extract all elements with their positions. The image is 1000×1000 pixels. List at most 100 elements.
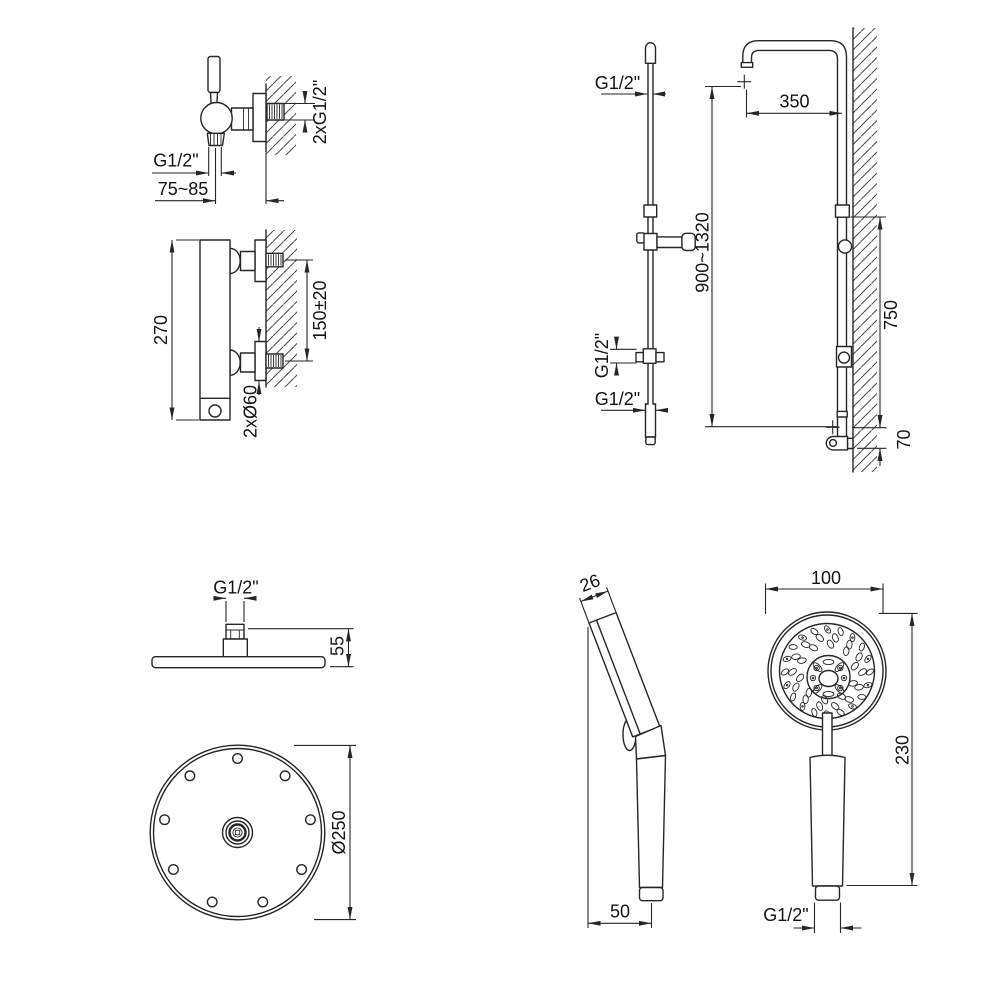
nozzle (837, 684, 844, 692)
overhead-bottom-dimensions (294, 744, 356, 921)
nozzle (866, 683, 870, 687)
valve-body (230, 107, 254, 131)
rail-height-range-label: 900~1320 (693, 212, 713, 293)
holder-arm (656, 236, 684, 249)
lower-collar (836, 410, 848, 418)
center-nozzle (818, 669, 839, 688)
head-outer-rim (149, 744, 326, 921)
nozzle (866, 657, 870, 661)
nozzle (837, 627, 844, 637)
nozzle (865, 668, 875, 676)
nozzle (851, 705, 854, 708)
nozzle (813, 684, 820, 692)
wall-flange (252, 92, 267, 143)
head-inner-rim (152, 747, 323, 918)
nozzle (850, 662, 859, 671)
nozzle (815, 633, 824, 642)
outlet-connector (206, 132, 226, 147)
nozzle (826, 639, 835, 649)
bottom-outlet-port (208, 404, 222, 418)
handle-side (635, 754, 667, 889)
nozzle (848, 703, 857, 710)
valve-inlet-threads-label: 2xG1/2" (310, 80, 330, 144)
tee-fitting (642, 348, 657, 364)
arm-center-cross (737, 74, 752, 89)
nozzle (790, 692, 797, 702)
nozzle (839, 686, 842, 690)
upper-thread-hatch (268, 254, 282, 266)
nozzle (805, 687, 812, 698)
diverter-knob (837, 239, 853, 254)
tee-right-port (655, 351, 665, 363)
holder-bracket-hole (837, 351, 851, 364)
head-depth-label: 50 (610, 902, 630, 922)
nozzle (788, 644, 798, 650)
holder-knob (681, 232, 696, 252)
nozzle (857, 694, 867, 700)
nozzle (785, 683, 789, 687)
handfront-dimensions (764, 583, 918, 933)
nozzle (783, 681, 791, 690)
ball-joint (225, 623, 245, 640)
lower-thread-hatch (268, 355, 282, 367)
valve-ball (200, 101, 233, 135)
rail-bottom-thread-label: G1/2" (595, 389, 640, 409)
nozzle (791, 653, 801, 660)
tee-left-port (635, 351, 645, 363)
rail-top-thread-label: G1/2" (595, 73, 640, 93)
wall-hatch (853, 28, 877, 472)
nozzle-pattern (780, 625, 875, 719)
nozzle (813, 664, 820, 672)
nozzle (858, 668, 867, 676)
handle-end-cap (638, 886, 664, 902)
bottom-offset-label: 70 (894, 429, 914, 449)
overhead-diameter-label: Ø250 (329, 810, 349, 854)
nozzle (815, 686, 818, 690)
nozzle (788, 668, 797, 676)
nozzle (801, 636, 804, 639)
nozzle (780, 668, 790, 676)
rail-mid-thread-label: G1/2" (592, 333, 612, 378)
overhead-side-dimensions (213, 595, 354, 668)
mixer-bar-body (199, 239, 231, 421)
nozzle (851, 636, 854, 639)
handshower-front-view: 100 230 G1/2" (763, 568, 918, 933)
lower-union (239, 352, 256, 373)
nozzle (811, 676, 815, 680)
arm-reach-label: 350 (779, 92, 809, 112)
valve-dimensions (152, 90, 315, 204)
upper-escutcheon (254, 239, 267, 283)
foot-wall-stub (846, 437, 854, 450)
center-hub (221, 816, 254, 849)
nozzle (831, 702, 840, 711)
rail-top-cap (644, 42, 657, 64)
nozzle (831, 633, 839, 643)
lower-escutcheon (254, 340, 267, 382)
hand-width-label: 100 (811, 568, 841, 588)
overhead-side-view: G1/2" 55 (151, 578, 354, 669)
rail-joint-collar (643, 204, 658, 218)
nozzle (837, 664, 844, 672)
inner-spray-ring (806, 654, 851, 700)
valve-front-view: G1/2" 75~85 2xG1/2" (152, 55, 330, 204)
nozzle (822, 658, 835, 666)
lower-dome (229, 349, 241, 376)
foot-screw (828, 438, 838, 448)
nozzle (840, 674, 848, 682)
nozzle (816, 701, 824, 711)
nozzle (798, 634, 807, 641)
nozzle (854, 684, 864, 691)
nozzle (801, 705, 804, 708)
rail-tube (644, 62, 657, 438)
overhead-bottom-view: Ø250 (149, 744, 356, 921)
column-front-view: 350 750 70 (705, 27, 914, 473)
mixer-height-label: 270 (151, 315, 171, 345)
thread-hatch (269, 104, 283, 119)
handshower-side-view: 26 50 (577, 570, 667, 928)
overhead-thread-label: G1/2" (213, 578, 258, 598)
valve-handle (207, 55, 221, 94)
mixer-side-view: 270 150±20 2xØ60 (151, 229, 330, 438)
nozzle (797, 657, 807, 664)
rail-dimensions (601, 91, 669, 413)
